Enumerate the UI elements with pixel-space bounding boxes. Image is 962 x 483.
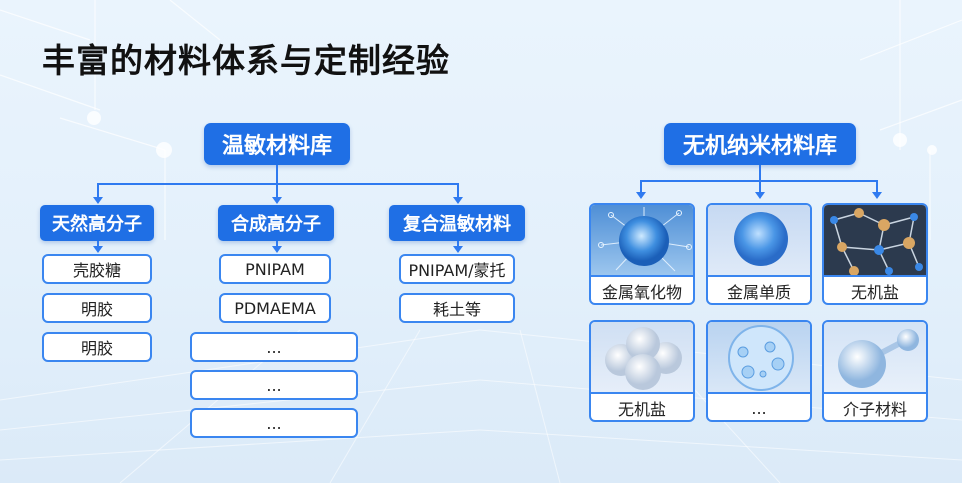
material-card-meson: 介子材料 (822, 320, 928, 422)
list-item: 耗土等 (399, 293, 515, 323)
connector (759, 180, 761, 192)
inorganic-library-header: 无机纳米材料库 (664, 123, 856, 165)
connector (640, 180, 642, 192)
arrow-down-icon (872, 192, 882, 199)
list-item: PNIPAM/蒙托 (399, 254, 515, 284)
connector (97, 183, 459, 185)
material-card-inorganic-salt-cluster: 无机盐 (589, 320, 695, 422)
connector (276, 183, 278, 197)
list-item: 明胶 (42, 332, 152, 362)
connector (876, 180, 878, 192)
category-natural-polymer: 天然高分子 (40, 205, 154, 241)
arrow-down-icon (453, 197, 463, 204)
arrow-down-icon (93, 246, 103, 253)
card-label: 无机盐 (824, 275, 926, 303)
card-label: 介子材料 (824, 392, 926, 420)
page-title: 丰富的材料体系与定制经验 (42, 41, 450, 80)
connector (457, 241, 459, 247)
connector (97, 241, 99, 247)
material-card-inorganic-salt: 无机盐 (822, 203, 928, 305)
connector (759, 165, 761, 181)
list-item: ... (190, 408, 358, 438)
category-composite-thermo: 复合温敏材料 (389, 205, 525, 241)
thermo-library-header: 温敏材料库 (204, 123, 350, 165)
nanosphere-icon (708, 205, 810, 275)
arrow-down-icon (453, 246, 463, 253)
connector (97, 183, 99, 197)
list-item: 壳胶糖 (42, 254, 152, 284)
arrow-down-icon (93, 197, 103, 204)
list-item: 明胶 (42, 293, 152, 323)
virus-particle-icon (591, 205, 693, 275)
connector (276, 241, 278, 247)
list-item: PNIPAM (219, 254, 331, 284)
arrow-down-icon (272, 197, 282, 204)
card-label: 金属单质 (708, 275, 810, 303)
connector (276, 165, 278, 185)
material-card-metal-element: 金属单质 (706, 203, 812, 305)
card-label: 无机盐 (591, 392, 693, 420)
category-synthetic-polymer: 合成高分子 (218, 205, 334, 241)
arrow-down-icon (755, 192, 765, 199)
cluster-spheres-icon (591, 322, 693, 392)
card-label: 金属氧化物 (591, 275, 693, 303)
list-item: PDMAEMA (219, 293, 331, 323)
connector (457, 183, 459, 197)
petri-dish-bubbles-icon (708, 322, 810, 392)
material-card-metal-oxide: 金属氧化物 (589, 203, 695, 305)
arrow-down-icon (272, 246, 282, 253)
molecule-bond-icon (824, 322, 926, 392)
card-label: ... (708, 392, 810, 420)
molecular-lattice-icon (824, 205, 926, 275)
arrow-down-icon (636, 192, 646, 199)
material-card-more: ... (706, 320, 812, 422)
list-item: ... (190, 332, 358, 362)
list-item: ... (190, 370, 358, 400)
